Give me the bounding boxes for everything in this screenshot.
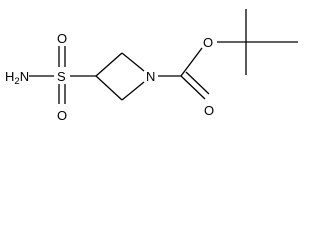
amine-n-n: N (20, 69, 29, 84)
bond-carbonyl-double-1 (180, 75, 206, 100)
bond-ring-n-c4 (121, 81, 145, 101)
bond-carbonyl-double-2 (185, 71, 210, 95)
sulfur-label: S (57, 69, 66, 84)
ring-n-label: N (146, 69, 155, 84)
amine-n-subscript: 2 (14, 76, 19, 87)
bond-ring-c4-c3 (95, 75, 123, 101)
bond-ring-c2-n (121, 52, 145, 72)
amine-n-h: H (5, 69, 14, 84)
ester-o-label: O (203, 35, 213, 50)
bond-carbonyl-ester-o (180, 47, 203, 77)
bond-ring-c3-c2 (95, 52, 123, 77)
sulfonyl-o-top-label: O (57, 31, 67, 46)
amine-n-label: H2N (5, 69, 29, 87)
sulfonyl-o-bottom-label: O (57, 108, 67, 123)
chemical-structure: H2N S O O N O O (5, 9, 298, 123)
carbonyl-o-label: O (204, 103, 214, 118)
